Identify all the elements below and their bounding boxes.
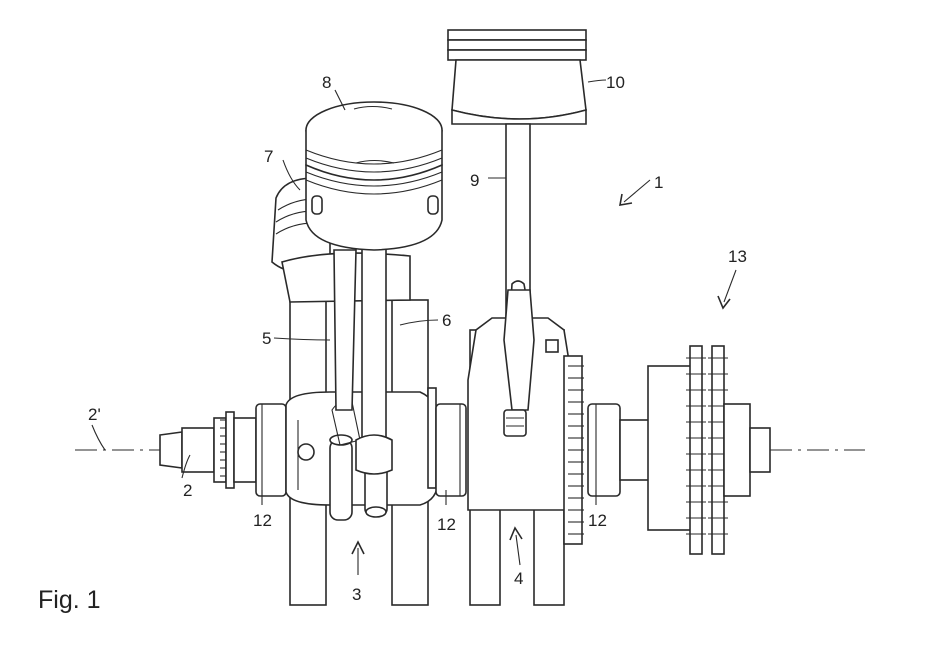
crank-webs-unit-4 [467, 280, 573, 606]
label-13: 13 [728, 247, 747, 266]
label-6: 6 [442, 311, 451, 330]
main-bearing-right [587, 403, 651, 497]
label-12-left: 12 [253, 511, 272, 530]
flywheel-gear [563, 355, 584, 545]
label-2: 2 [183, 481, 192, 500]
label-12-right: 12 [588, 511, 607, 530]
main-bearing-middle [427, 387, 467, 497]
leader-lines [91, 79, 737, 575]
label-4: 4 [514, 569, 523, 588]
label-7: 7 [264, 147, 273, 166]
label-3: 3 [352, 585, 361, 604]
figure-caption: Fig. 1 [38, 586, 101, 614]
sprocket-13 [647, 345, 771, 555]
label-9: 9 [470, 171, 479, 190]
label-10: 10 [606, 73, 625, 92]
crankshaft-left-end [159, 403, 287, 497]
label-2-prime: 2' [88, 405, 101, 424]
label-12-middle: 12 [437, 515, 456, 534]
piston-8 [305, 101, 443, 251]
connecting-rod-6 [355, 244, 393, 475]
label-8: 8 [322, 73, 331, 92]
piston-10 [447, 29, 587, 125]
label-1: 1 [654, 173, 663, 192]
connecting-rod-5 [333, 249, 357, 411]
label-5: 5 [262, 329, 271, 348]
